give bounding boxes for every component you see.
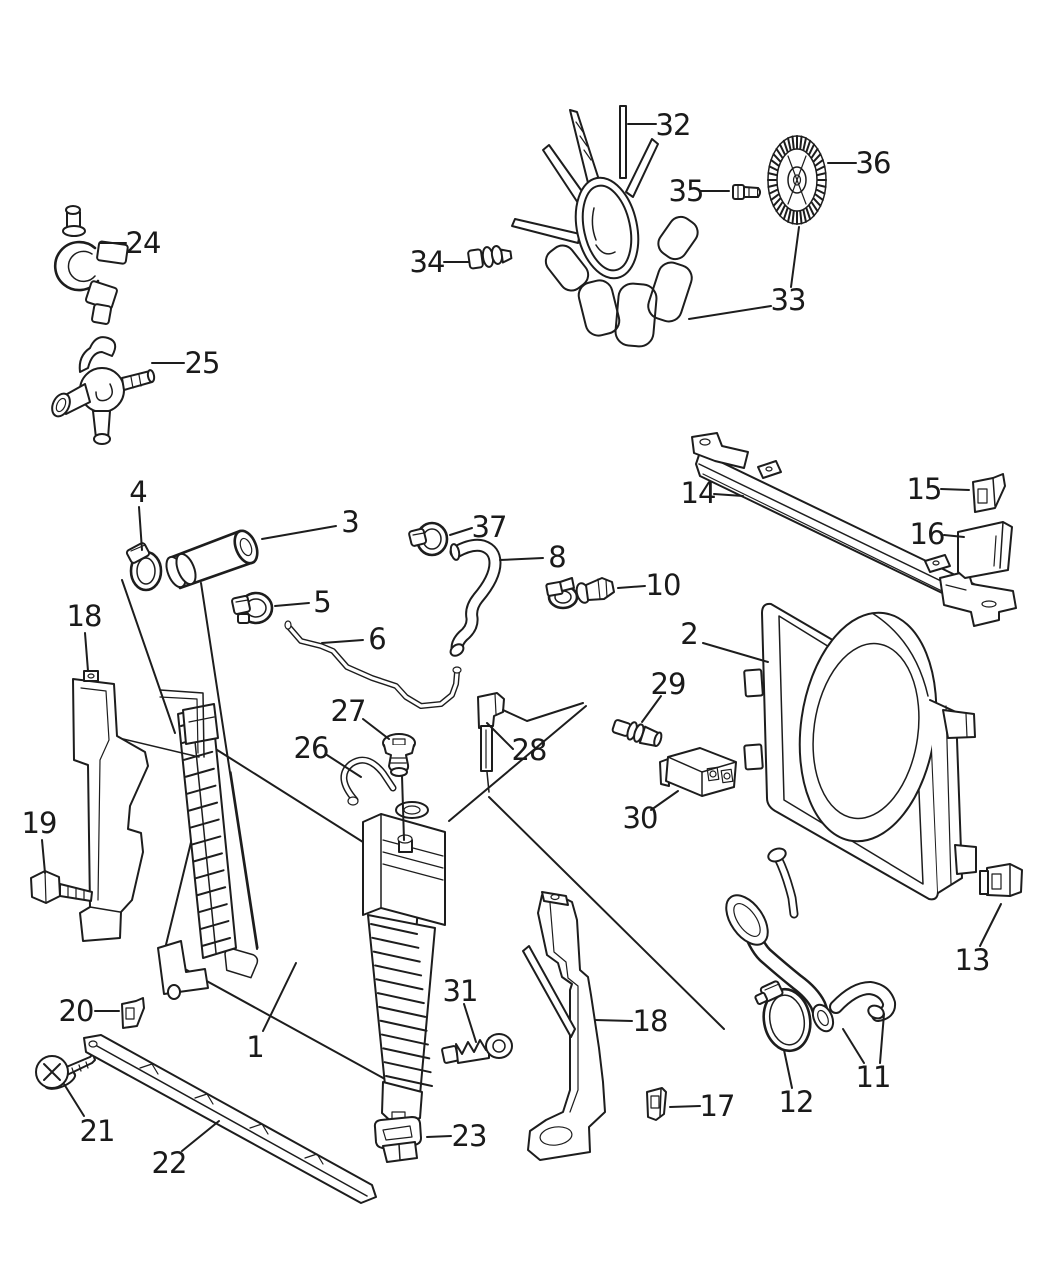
callout-8: 8 [548,540,566,574]
crossmember-14-drawing [691,432,1017,627]
callout-19: 19 [21,806,58,840]
leader-lines [41,123,1002,1152]
bolt-19-drawing [30,870,93,904]
vent-pipe-6-drawing [284,620,462,709]
clamp-5-drawing [231,591,274,625]
expansion-tank-drawing [340,756,446,1127]
callout-18-left: 18 [66,599,103,633]
hose-tube-3-drawing [165,529,259,590]
callout-2: 2 [680,617,698,651]
clip-13-drawing [979,863,1023,897]
mount-23-drawing [373,1116,422,1163]
callout-10: 10 [645,568,682,602]
clamp-12-drawing [754,980,812,1053]
pad-16-drawing [957,521,1013,579]
clamp-pin-10-drawing [545,577,615,610]
callout-14: 14 [680,476,717,510]
curved-hose-8-drawing [449,538,502,657]
callout-34: 34 [409,245,446,279]
drain-valve-31-drawing [441,1033,513,1064]
callout-5: 5 [313,585,331,619]
callout-37: 37 [471,510,508,544]
callout-30: 30 [622,801,659,835]
callout-20: 20 [58,994,95,1028]
fan-shroud-drawing [743,602,977,901]
callout-3: 3 [341,505,359,539]
cooling-fan-drawing [511,105,699,348]
callout-21: 21 [79,1114,116,1148]
callout-11: 11 [855,1060,892,1094]
callout-28: 28 [511,733,548,767]
callout-29: 29 [650,667,687,701]
callout-12: 12 [778,1085,815,1119]
callout-16: 16 [909,517,946,551]
callout-36: 36 [855,146,892,180]
clip-20-drawing [121,997,145,1029]
pressure-cap-27-drawing [382,733,416,777]
callout-13: 13 [954,943,991,977]
callout-15: 15 [906,472,943,506]
callout-17: 17 [699,1089,736,1123]
connector-30-drawing [659,747,737,797]
bolt-35-drawing [732,184,761,200]
callout-6: 6 [368,622,386,656]
baffle-18-left-drawing [72,670,149,942]
callout-25: 25 [184,346,221,380]
valve-25-drawing [51,336,156,445]
clip-15-drawing [972,473,1006,513]
callout-1: 1 [246,1030,264,1064]
callout-33: 33 [770,283,807,317]
callout-26: 26 [293,731,330,765]
clip-17-drawing [646,1087,667,1121]
screw-21-drawing [35,1053,96,1090]
callout-4: 4 [129,475,147,509]
clamp-4-drawing [125,542,163,592]
callout-18-right: 18 [632,1004,669,1038]
baffle-18-right-drawing [522,891,606,1161]
bolt-34-drawing [467,245,513,270]
clamp-37-drawing [408,521,449,557]
callout-23: 23 [451,1119,488,1153]
callout-31: 31 [442,974,479,1008]
radiator-drawing [118,689,421,1091]
deflector-22-drawing [83,1034,377,1204]
callout-27: 27 [330,694,367,728]
callout-24: 24 [125,226,162,260]
callout-32: 32 [655,108,692,142]
temp-sensor-29-drawing [611,719,663,747]
retainer-24-drawing [53,205,129,325]
lower-hose-11-drawing [725,847,897,1033]
callout-22: 22 [151,1146,188,1180]
fan-clutch-drawing [767,135,827,225]
callout-35: 35 [668,174,705,208]
